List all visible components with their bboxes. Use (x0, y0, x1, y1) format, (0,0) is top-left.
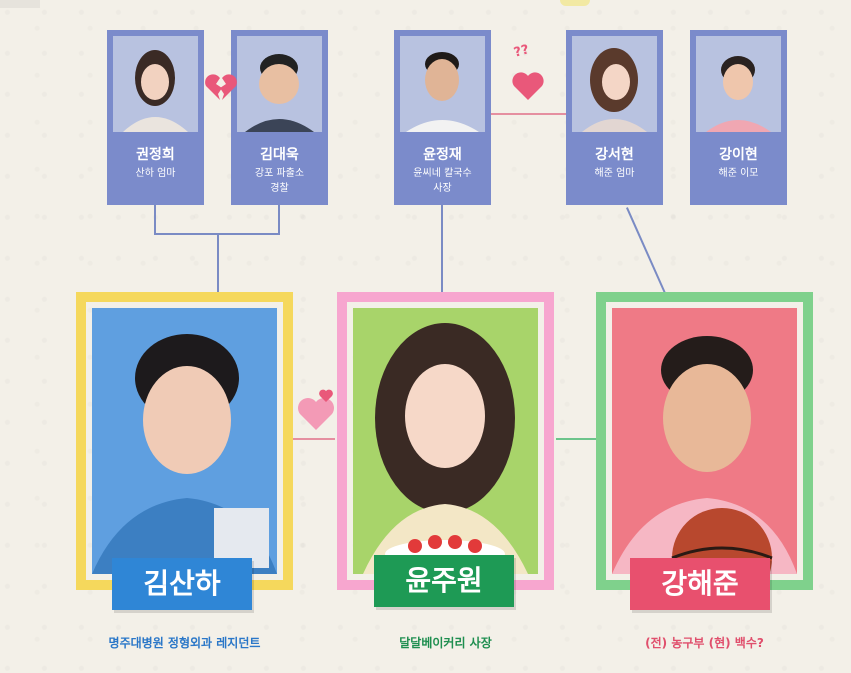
lead-frame-juwon (337, 292, 554, 590)
connector-line (290, 438, 335, 440)
corner-decoration (0, 0, 40, 8)
portrait-photo (696, 36, 781, 132)
top-decoration (560, 0, 590, 6)
connector-line (441, 205, 443, 295)
portrait-photo (400, 36, 485, 132)
portrait-photo (572, 36, 657, 132)
portrait-photo (612, 308, 797, 608)
connector-line (556, 438, 596, 440)
heart-icon (510, 70, 546, 107)
card-name: 강서현 (595, 147, 634, 163)
card-name: 윤정재 (423, 147, 462, 163)
card-name: 김대욱 (260, 147, 299, 163)
heart-icon (296, 388, 336, 437)
card-name: 권정희 (136, 147, 175, 163)
portrait-photo (92, 308, 277, 574)
card-role: 강포 파출소 경찰 (254, 168, 305, 194)
card-role: 해준 이모 (718, 168, 759, 179)
card-role: 해준 엄마 (594, 168, 635, 179)
lead-nameplate: 강해준 (630, 558, 770, 610)
family-card: 강이현 해준 이모 (690, 30, 787, 205)
family-card: 김대욱 강포 파출소 경찰 (231, 30, 328, 205)
card-role: 산하 엄마 (135, 168, 176, 179)
card-name: 강이현 (719, 147, 758, 163)
portrait-photo (113, 36, 198, 132)
family-card: 윤정재 윤씨네 칼국수 사장 (394, 30, 491, 205)
family-card: 권정희 산하 엄마 (107, 30, 204, 205)
card-role: 윤씨네 칼국수 사장 (413, 168, 472, 194)
lead-frame-haejun (596, 292, 813, 608)
connector-line (154, 205, 156, 235)
lead-description: (전) 농구부 (현) 백수? (645, 636, 764, 650)
portrait-photo (237, 36, 322, 132)
lead-nameplate: 윤주원 (374, 555, 514, 607)
broken-heart-icon (202, 70, 238, 107)
connector-line (490, 113, 566, 115)
connector-line (278, 205, 280, 235)
family-card: 강서현 해준 엄마 (566, 30, 663, 205)
lead-nameplate: 김산하 (112, 558, 252, 610)
portrait-photo (353, 308, 538, 574)
lead-description: 달달베이커리 사장 (399, 636, 492, 650)
lead-frame-sanha (76, 292, 293, 590)
connector-line (217, 233, 219, 295)
lead-description: 명주대병원 정형외과 레지던트 (108, 636, 261, 650)
